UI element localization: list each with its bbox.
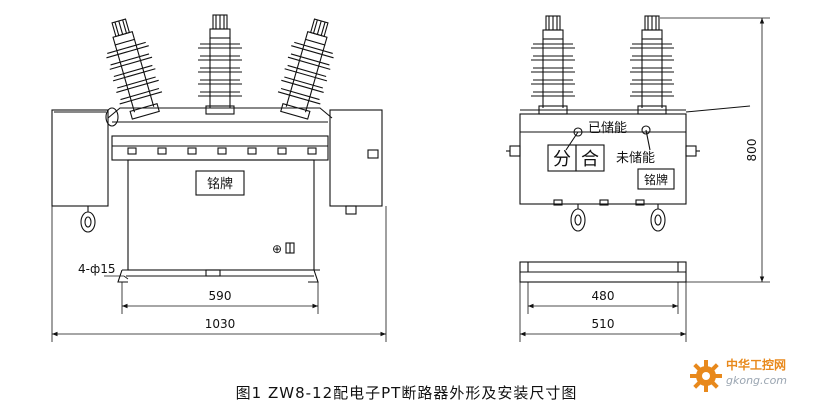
front-left-cabinet xyxy=(51,109,109,207)
figure-caption: 图1 ZW8-12配电子PT断路器外形及安装尺寸图 xyxy=(235,384,578,402)
front-insulator-center xyxy=(198,14,242,115)
front-nameplate-box xyxy=(195,170,245,196)
dim-height: 800 xyxy=(745,139,759,162)
side-cabinet xyxy=(519,113,687,205)
open-label: 分 xyxy=(553,149,571,170)
front-nameplate-label: 铭牌 xyxy=(207,176,233,192)
side-nameplate-box xyxy=(637,168,675,190)
dim-inner-width: 480 xyxy=(592,289,615,303)
ground-symbol: ⊕ xyxy=(272,242,282,256)
status-uncharged-label: 未储能 xyxy=(616,151,655,166)
front-insulator-right xyxy=(277,18,334,120)
lever-uncharge-indicator xyxy=(645,129,651,151)
mounting-hole-label: 4-ф15 xyxy=(78,262,116,276)
front-insulator-left xyxy=(106,18,163,120)
lever-charge-indicator xyxy=(565,131,579,151)
dim-mounting-width: 590 xyxy=(209,289,232,303)
close-indicator-box xyxy=(575,144,605,172)
front-view xyxy=(51,14,383,283)
side-nameplate-label: 铭牌 xyxy=(644,172,668,187)
front-dimensions xyxy=(51,206,387,342)
gear-icon xyxy=(690,360,722,392)
watermark-brand: 中华工控网 xyxy=(726,358,787,372)
close-label: 合 xyxy=(581,149,599,170)
status-charged-label: 已储能 xyxy=(588,121,627,136)
watermark: 中华工控网 gkong.com xyxy=(686,352,808,404)
side-insulator-left xyxy=(531,15,575,115)
side-dimensions xyxy=(519,17,770,342)
watermark-url: gkong.com xyxy=(726,374,788,387)
side-insulator-right xyxy=(630,15,674,115)
dim-outer-width: 510 xyxy=(592,317,615,331)
dim-overall-width: 1030 xyxy=(205,317,236,331)
front-lifting-ring xyxy=(105,107,119,127)
front-top-cover xyxy=(107,107,333,119)
side-view xyxy=(506,15,751,283)
